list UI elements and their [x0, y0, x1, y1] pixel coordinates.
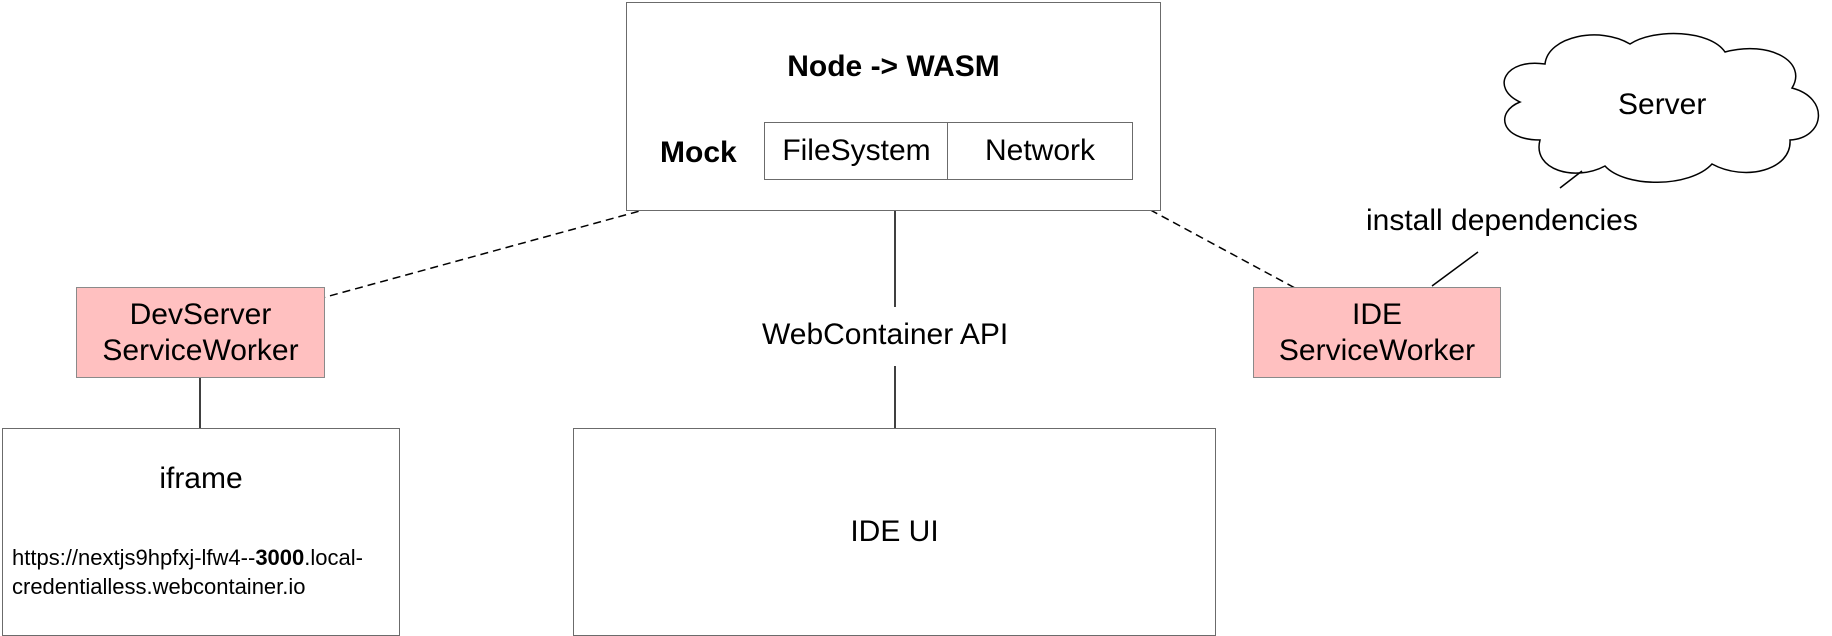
iframe-url-prefix: https://nextjs9hpfxj-lfw4--: [12, 545, 256, 570]
filesystem-to-devserver-dashed-line: [321, 176, 765, 299]
ide-serviceworker-box: IDE ServiceWorker: [1253, 287, 1501, 378]
devserver-serviceworker-box: DevServer ServiceWorker: [76, 287, 325, 378]
iframe-url-line2: credentialless.webcontainer.io: [12, 574, 306, 599]
webcontainer-api-label: WebContainer API: [762, 318, 1009, 352]
iframe-url: https://nextjs9hpfxj-lfw4--3000.local- c…: [12, 543, 363, 601]
iframe-url-port: 3000: [255, 545, 305, 570]
server-label: Server: [1618, 88, 1707, 121]
install-dependencies-label: install dependencies: [1366, 204, 1638, 238]
mock-label: Mock: [660, 136, 737, 169]
network-module: Network: [947, 122, 1133, 180]
iframe-url-suffix: .local-: [304, 545, 363, 570]
runtime-title: Node -> WASM: [787, 50, 1000, 83]
iframe-title: iframe: [159, 462, 243, 495]
server-cloud-shape: [1503, 32, 1820, 183]
label-to-ide-sw-line: [1431, 251, 1479, 287]
ide-ui-box: IDE UI: [573, 428, 1216, 636]
iframe-box: [2, 428, 400, 636]
filesystem-module: FileSystem: [764, 122, 949, 180]
ide-sw-line1: IDE: [1351, 297, 1402, 331]
devserver-sw-line1: DevServer: [129, 297, 272, 331]
cloud-to-label-line: [1559, 170, 1583, 189]
devserver-sw-line2: ServiceWorker: [102, 333, 299, 367]
ide-sw-line2: ServiceWorker: [1278, 333, 1476, 367]
